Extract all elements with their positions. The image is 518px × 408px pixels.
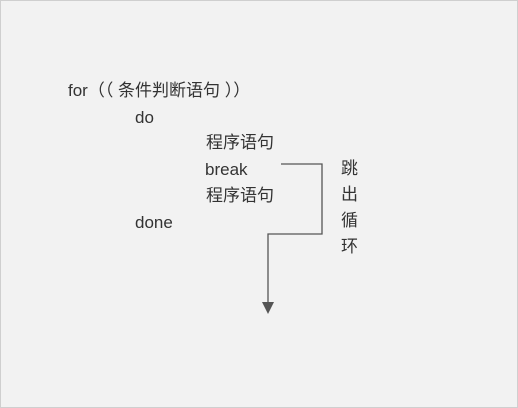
arrow-head [262,302,274,314]
break-keyword: break [205,160,248,179]
jump-label-char: 环 [341,237,358,256]
jump-label-char: 循 [341,211,358,230]
jump-label-char: 跳 [341,159,358,178]
done-keyword: done [135,213,173,232]
jump-label-char: 出 [341,185,358,204]
statement-after-break: 程序语句 [206,186,274,205]
for-loop-header: for（（ 条件判断语句 ）） [68,81,251,100]
do-keyword: do [135,108,154,127]
statement-before-break: 程序语句 [206,133,274,152]
break-flow-line [267,163,323,303]
